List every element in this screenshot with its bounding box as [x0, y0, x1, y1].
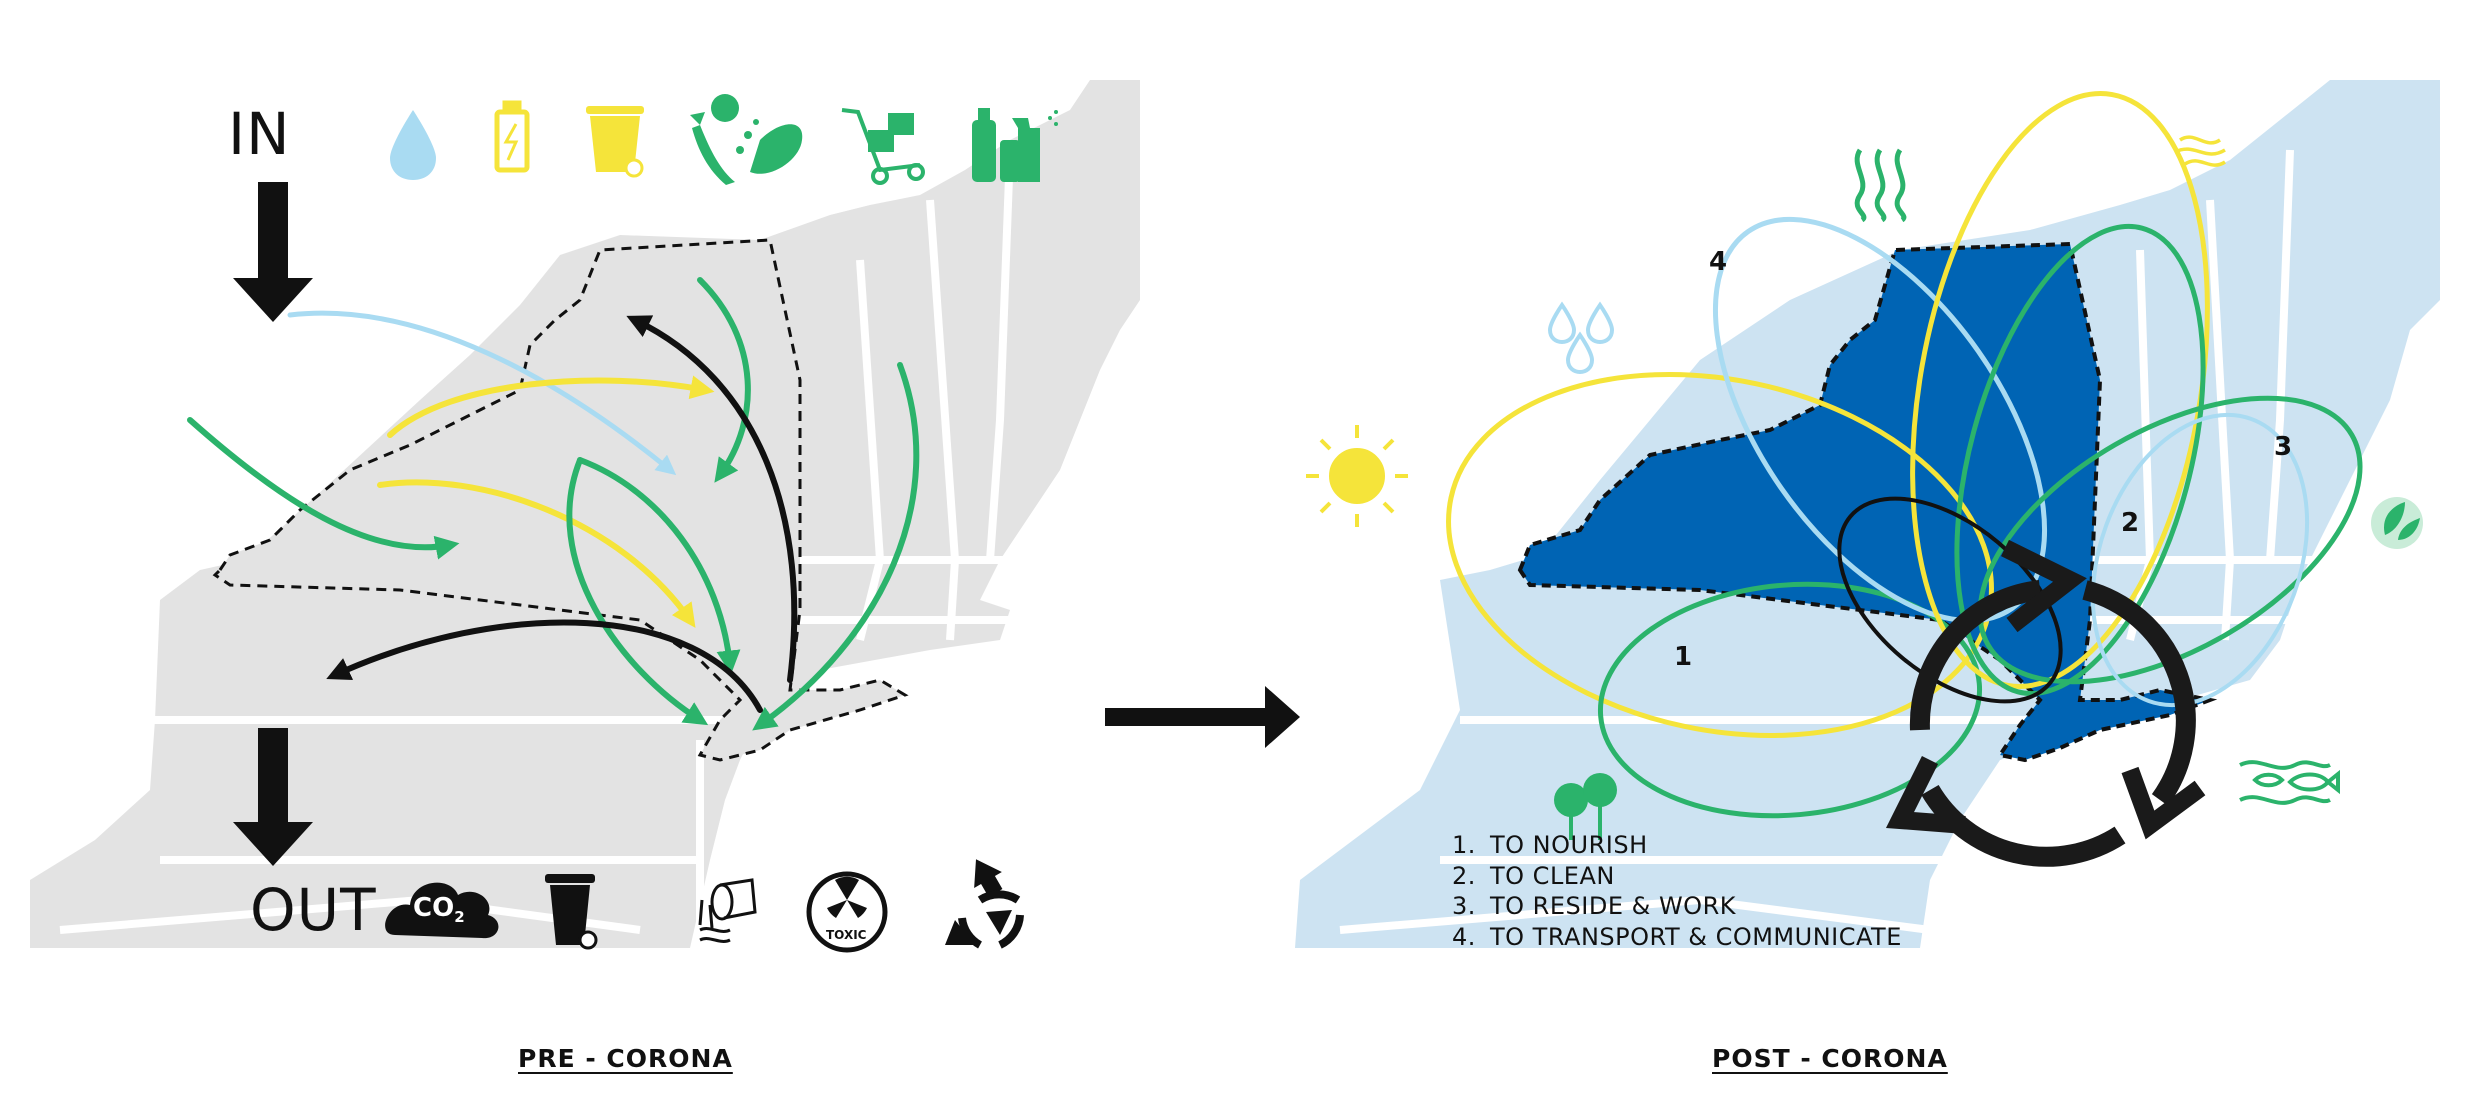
fish-waves-icon [2239, 760, 2340, 805]
co2-label: CO2 [413, 893, 465, 927]
loop-light-blue-2 [2090, 412, 2310, 708]
leaf-icon [2371, 497, 2423, 549]
pre-arrow-green-5 [752, 362, 920, 731]
out-label: OUT [250, 876, 377, 944]
trees-icon [1554, 773, 1617, 840]
recycle-icon [945, 859, 1024, 949]
food-icon [690, 94, 803, 185]
pre-arrow-black-2 [326, 619, 763, 713]
loop-number-2: 2 [2121, 508, 2140, 538]
transition-arrow [1105, 686, 1300, 748]
in-icons [390, 94, 1058, 185]
post-icons [1306, 135, 2423, 840]
legend-item: 3.TO RESIDE & WORK [1452, 892, 1736, 920]
pre-arrow-yellow-1 [387, 375, 715, 438]
toxic-label: TOXIC [826, 928, 867, 942]
heat-waves-icon [1854, 148, 1907, 223]
toxic-icon [806, 871, 888, 953]
loop-light-blue-4 [1712, 216, 2048, 624]
loop-number-3: 3 [2274, 432, 2293, 462]
recycle-bin-icon [586, 106, 644, 178]
loop-number-1: 1 [1674, 642, 1693, 672]
circular-arrows-icon [1885, 539, 2206, 867]
pre-corona-caption: PRE - CORONA [518, 1044, 733, 1073]
pre-arrow-light-blue [287, 310, 677, 476]
pre-flow-arrows [187, 277, 920, 731]
out-icons [385, 859, 1024, 953]
loop-green-2 [1954, 223, 2206, 697]
cleaning-products-icon [972, 108, 1058, 182]
sun-icon [1306, 425, 1408, 527]
in-label: IN [228, 100, 291, 168]
loop-black [1837, 496, 2063, 704]
out-down-arrow [233, 728, 313, 866]
pre-arrow-black-1 [626, 315, 798, 683]
post-corona-caption: POST - CORONA [1712, 1044, 1948, 1073]
loop-green-3 [1977, 395, 2363, 685]
legend-item: 4.TO TRANSPORT & COMMUNICATE [1452, 922, 1902, 951]
wastewater-pipe-icon [698, 878, 757, 943]
trash-bin-icon [545, 874, 598, 950]
pre-arrow-green-4 [566, 457, 709, 726]
battery-icon [494, 100, 530, 173]
pre-arrow-green-2 [697, 277, 751, 483]
post-legend: 1.TO NOURISH 2.TO CLEAN 3.TO RESIDE & WO… [1452, 830, 1902, 952]
loop-number-4: 4 [1709, 247, 1728, 277]
post-corona-map [1295, 80, 2440, 948]
water-drops-icon [1547, 301, 1615, 375]
post-loops [1446, 91, 2363, 819]
pre-arrow-yellow-2 [377, 479, 696, 628]
pre-corona-map [30, 80, 1140, 948]
water-drop-icon [390, 110, 436, 180]
hand-truck-icon [841, 108, 925, 185]
post-state-borders [1339, 149, 2320, 934]
loop-green-1 [1597, 581, 1983, 819]
wind-icon [2174, 135, 2226, 167]
legend-item: 2.TO CLEAN [1452, 861, 1615, 890]
in-down-arrow [233, 182, 313, 322]
legend-item: 1.TO NOURISH [1452, 831, 1648, 859]
co2-cloud-icon [385, 882, 499, 939]
pre-arrow-green-3 [577, 457, 741, 675]
pre-arrow-green-1 [187, 417, 460, 560]
